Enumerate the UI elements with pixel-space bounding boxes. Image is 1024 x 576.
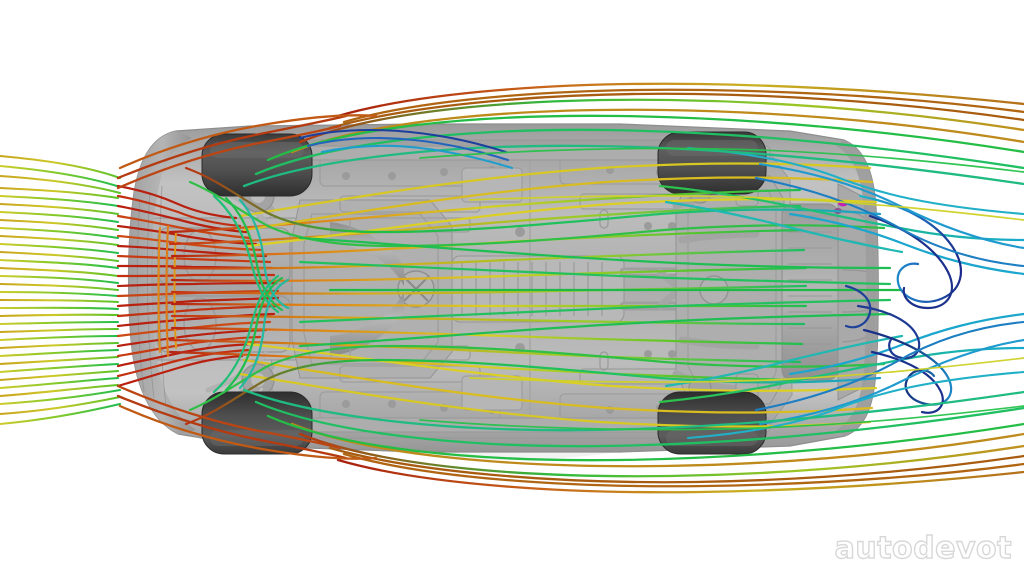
heat-shield-lower bbox=[461, 375, 523, 411]
streamline-group-inlet-upper bbox=[0, 186, 120, 292]
streamline-group-rear-cyan bbox=[686, 146, 1024, 440]
exhaust-front-pipes-lower bbox=[330, 292, 404, 356]
streamline-group-diffuser-exit bbox=[658, 184, 1024, 404]
streamline-group-wake-vortex bbox=[844, 194, 962, 414]
streamline-group-bypass-lower bbox=[242, 388, 1024, 494]
streamline-group-inlet-lower bbox=[0, 290, 120, 398]
streamline-group-stray-blue bbox=[298, 128, 514, 170]
streamline-group-wheel-wake bbox=[184, 166, 886, 426]
streamline-group-nose-curl bbox=[116, 114, 378, 460]
streamline-group-inner-green bbox=[298, 236, 902, 348]
streamlines bbox=[0, 82, 1024, 494]
watermark-autodevot: autodevot bbox=[834, 531, 1012, 566]
muffler-ribs bbox=[788, 215, 832, 361]
exhaust-front-pipes bbox=[330, 222, 404, 286]
streamline-group-inlet-fan bbox=[0, 154, 122, 426]
streamline-group-wisps bbox=[419, 147, 1024, 431]
front-bumper bbox=[128, 131, 196, 434]
